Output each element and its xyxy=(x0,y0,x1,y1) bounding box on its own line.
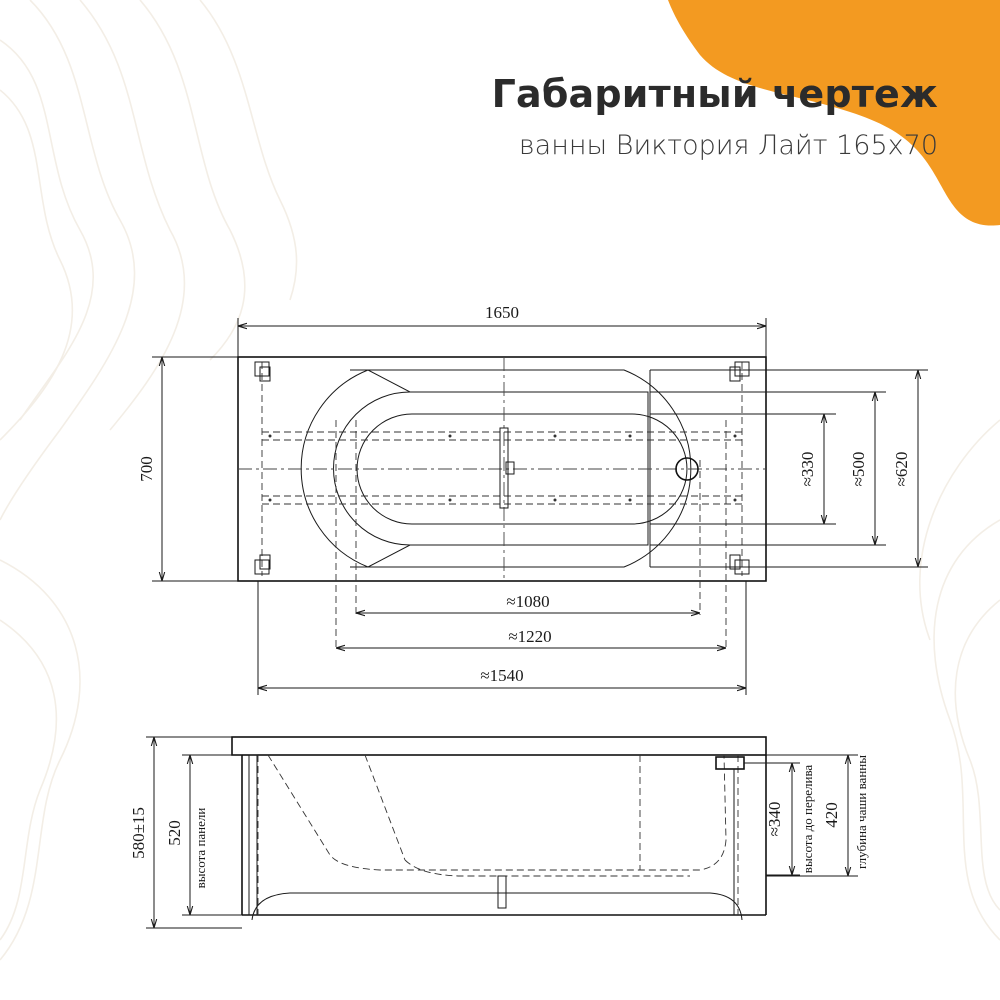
drain-hole xyxy=(675,457,699,481)
dim-overflow-value: ≈340 xyxy=(765,802,784,837)
contour-lines-right xyxy=(918,419,1000,941)
dim-overflow-label: высота до перелива xyxy=(800,765,815,874)
dim-total-height: 580±15 xyxy=(129,807,148,859)
center-bracket-tab xyxy=(505,461,515,475)
dim-width: 700 xyxy=(137,456,156,482)
tub-floor-outer xyxy=(333,391,649,546)
overflow-fitting xyxy=(715,756,745,770)
dim-620: ≈620 xyxy=(892,452,911,487)
dim-500: ≈500 xyxy=(849,452,868,487)
bowl-profile xyxy=(267,754,727,871)
accent-blob xyxy=(668,0,1000,226)
middle-post xyxy=(497,875,507,909)
dim-length: 1650 xyxy=(485,303,519,322)
dim-1080: ≈1080 xyxy=(506,592,549,611)
bowl-headrest-line xyxy=(364,754,406,861)
tub-bowl-outer xyxy=(300,369,692,568)
tub-bowl-left-shape xyxy=(350,369,640,568)
tub-rim-side xyxy=(231,736,767,756)
dim-330: ≈330 xyxy=(798,452,817,487)
dim-bowl-depth-value: 420 xyxy=(822,802,841,828)
page-title: Габаритный чертеж xyxy=(491,72,938,116)
bowl-floor-line xyxy=(404,859,690,877)
stand-frame xyxy=(251,892,743,921)
center-bracket xyxy=(499,427,509,509)
corner-feet xyxy=(254,361,750,575)
page-subtitle: ванны Виктория Лайт 165х70 xyxy=(518,130,938,161)
left-post xyxy=(248,754,258,916)
dim-1220: ≈1220 xyxy=(508,627,551,646)
frame-screws xyxy=(268,434,737,502)
dim-panel-height-value: 520 xyxy=(165,820,184,846)
dim-1540: ≈1540 xyxy=(480,666,523,685)
top-view: 1650 700 ≈330 ≈500 ≈620 ≈1080 ≈1220 ≈154… xyxy=(137,303,928,695)
dim-panel-height-label: высота панели xyxy=(193,808,208,889)
contour-lines-left xyxy=(0,0,298,961)
dim-bowl-depth-label: глубина чаши ванны xyxy=(854,755,869,869)
tub-floor-inner xyxy=(356,413,688,525)
side-view: 580±15 520 высота панели ≈340 высота до … xyxy=(129,736,869,929)
